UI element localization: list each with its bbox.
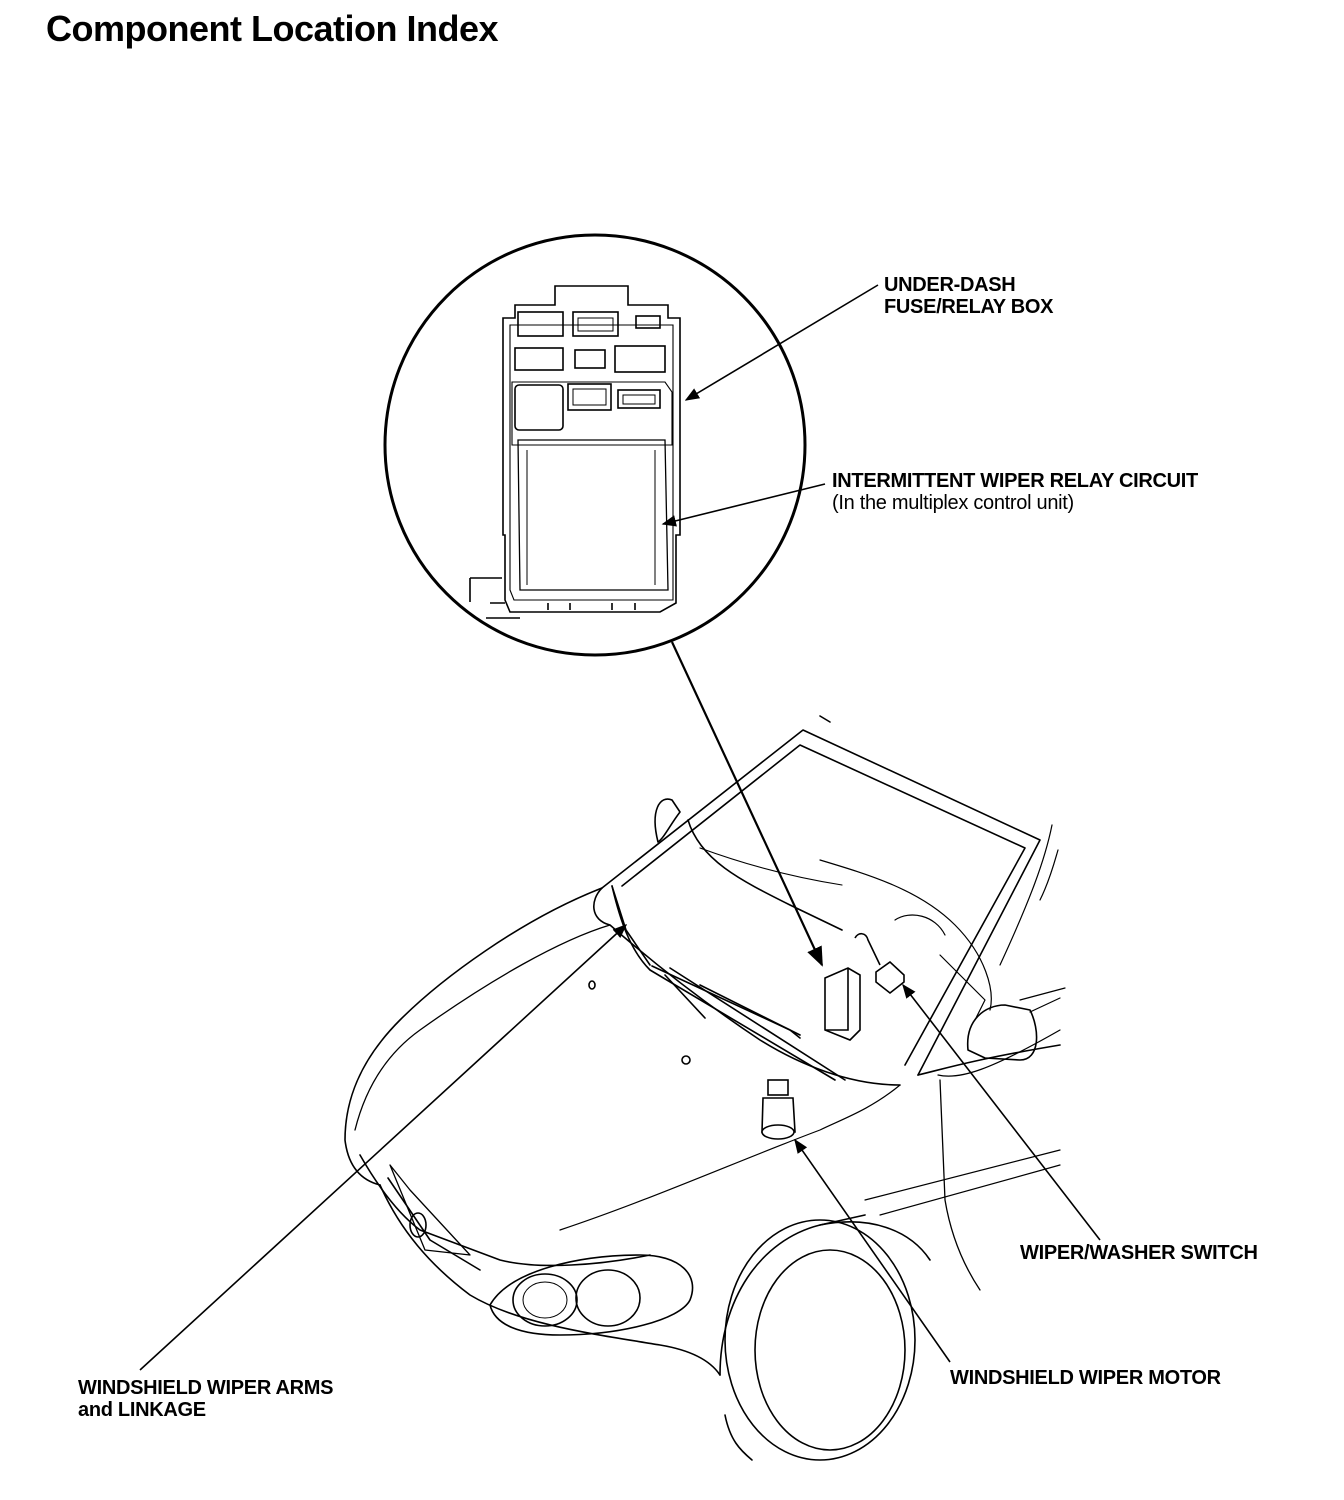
page-title: Component Location Index [46, 8, 499, 49]
leader-relay-circuit [661, 483, 826, 527]
label-fuse-box-line1: UNDER-DASH [884, 274, 1016, 296]
car-illustration [344, 715, 1066, 1461]
leader-fuse-box [684, 284, 879, 401]
label-wiper-washer-switch: WIPER/WASHER SWITCH [1020, 1242, 1258, 1264]
leader-washer-switch [902, 983, 1101, 1241]
label-intermittent-wiper-relay-circuit: INTERMITTENT WIPER RELAY CIRCUIT (In the… [832, 470, 1198, 514]
label-fuse-box-line2: FUSE/RELAY BOX [884, 296, 1054, 318]
label-windshield-wiper-arms: WINDSHIELD WIPER ARMS and LINKAGE [78, 1377, 333, 1421]
detail-arrow [671, 641, 823, 967]
wiper-washer-switch-part [854, 932, 905, 995]
multiplex-control-unit [824, 967, 861, 1041]
label-relay-line1: INTERMITTENT WIPER RELAY CIRCUIT [832, 470, 1198, 492]
wiper-motor-part [761, 1079, 796, 1140]
label-under-dash-fuse-relay-box: UNDER-DASH FUSE/RELAY BOX [884, 274, 1053, 318]
label-wiper-motor-line1: WINDSHIELD WIPER MOTOR [950, 1367, 1221, 1389]
label-wiper-arms-line2: and LINKAGE [78, 1399, 206, 1421]
label-windshield-wiper-motor: WINDSHIELD WIPER MOTOR [950, 1367, 1221, 1389]
leader-wiper-motor [794, 1138, 951, 1363]
label-relay-line2: (In the multiplex control unit) [832, 492, 1074, 514]
label-wiper-arms-line1: WINDSHIELD WIPER ARMS [78, 1377, 334, 1399]
leader-lines [139, 284, 1101, 1371]
leader-wiper-arms [139, 924, 628, 1371]
label-washer-switch-line1: WIPER/WASHER SWITCH [1020, 1242, 1258, 1264]
fuse-relay-box-illustration [469, 285, 681, 619]
detail-circle [383, 233, 807, 657]
